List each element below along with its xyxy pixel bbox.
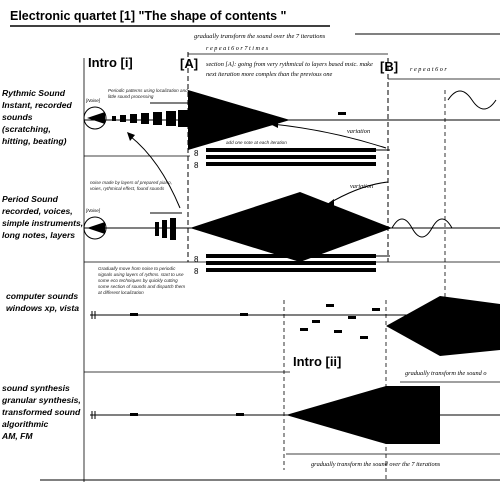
period-block xyxy=(170,218,176,240)
row-label-line: Instant, recorded xyxy=(2,100,72,110)
row-label-period: Period Sound recorded, voices, simple in… xyxy=(2,193,83,241)
variation-arrow-2 xyxy=(327,181,389,205)
row-label-line: long notes, layers xyxy=(2,230,76,240)
rhythm-block xyxy=(166,111,176,126)
row-label-line: Rythmic Sound xyxy=(2,88,66,98)
sound-dash xyxy=(372,308,380,311)
noise-wedge-1 xyxy=(87,112,105,124)
row-label-line: hitting, beating) xyxy=(2,136,67,146)
repeat-label-b: r e p e a t 6 o r xyxy=(410,66,447,73)
section-intro-ii: Intro [ii] xyxy=(293,354,342,369)
row-label-line: computer sounds xyxy=(6,291,79,301)
sound-dash xyxy=(334,330,342,333)
rhythm-block xyxy=(120,115,126,122)
row-label-line: recorded, voices, xyxy=(2,206,73,216)
long-note-bar xyxy=(206,155,376,159)
variation-label-1: variation xyxy=(347,128,371,135)
variation-label-2: variation xyxy=(350,183,374,190)
sound-dash xyxy=(312,320,320,323)
section-a-description: section [A]: going from very rythmical t… xyxy=(206,61,373,78)
sound-dash xyxy=(360,336,368,339)
gradually-transform-mid: gradually transform the sound o xyxy=(405,370,487,377)
section-intro-i: Intro [i] xyxy=(88,55,133,70)
long-note-bar xyxy=(206,268,376,272)
sound-dash xyxy=(236,413,244,416)
sound-dash xyxy=(300,328,308,331)
add-note-label: add one note at each iteration xyxy=(226,140,287,145)
intro-arrow xyxy=(129,135,181,209)
section-a: [A] xyxy=(180,56,199,71)
note-symbol: 8 xyxy=(194,255,199,264)
intro-note-gradual: Gradually move from noise to periodic si… xyxy=(98,266,186,295)
wave-shape xyxy=(447,90,497,110)
gradually-transform-top: gradually transform the sound over the 7… xyxy=(194,33,326,40)
row-label-line: simple instruments, xyxy=(2,218,84,228)
rhythm-block xyxy=(178,110,188,127)
rhythm-block xyxy=(141,113,149,124)
synthesis-big-wedge xyxy=(286,386,440,444)
rhythm-block xyxy=(112,116,116,121)
arrow-head xyxy=(326,199,334,207)
row-label-line: granular synthesis, xyxy=(2,395,81,405)
note-symbol: 8 xyxy=(194,161,199,170)
note-symbol: 8 xyxy=(194,149,199,158)
row-label-line: sounds xyxy=(2,112,33,122)
gradually-transform-bottom: gradually transform the sound over the 7… xyxy=(311,461,441,468)
row-label-line: algorithmic xyxy=(2,419,49,429)
intro-note-periodic: Periodic patterns using localization and… xyxy=(108,88,188,99)
arrow-head xyxy=(270,120,278,128)
row-label-line: windows xp, vista xyxy=(6,303,80,313)
row-label-line: (scratching, xyxy=(2,124,51,134)
long-note-bar xyxy=(206,261,376,265)
period-block xyxy=(162,220,167,238)
sound-dash xyxy=(130,313,138,316)
row-label-computer: computer sounds windows xp, vista xyxy=(6,290,79,314)
variation-arrow-1 xyxy=(271,123,387,149)
rhythm-block xyxy=(153,112,162,125)
note-symbol: 8 xyxy=(194,267,199,276)
row-label-line: transformed sound xyxy=(2,407,81,417)
noise-tag-1: [Noise] xyxy=(86,98,101,103)
long-note-bar xyxy=(206,162,376,166)
row-label-line: Period Sound xyxy=(2,194,58,204)
sound-dash xyxy=(348,316,356,319)
section-b: [B] xyxy=(380,59,399,74)
computer-big-shape xyxy=(386,296,500,356)
row-label-line: AM, FM xyxy=(2,431,33,441)
long-note-bar xyxy=(206,254,376,258)
noise-tag-2: [Noise] xyxy=(86,208,101,213)
rhythm-block xyxy=(130,114,137,123)
period-diamond xyxy=(190,192,392,262)
repeat-label-a: r e p e a t 6 o r 7 t i m e s xyxy=(206,45,269,52)
row-label-rhythmic: Rythmic Sound Instant, recorded sounds (… xyxy=(2,87,72,147)
period-block xyxy=(155,222,159,236)
noise-circle-1 xyxy=(83,106,107,130)
rhythmic-big-wedge xyxy=(188,90,290,150)
noise-wedge-2 xyxy=(87,222,105,234)
sound-dash xyxy=(240,313,248,316)
score-title: Electronic quartet [1] "The shape of con… xyxy=(10,9,287,23)
row-label-line: sound synthesis xyxy=(2,383,70,393)
sound-dash xyxy=(130,413,138,416)
sound-dash xyxy=(338,112,346,115)
intro-note-noise: noise made by layers of prepared piano, … xyxy=(90,180,172,191)
wave-shape xyxy=(391,218,453,238)
arrow-head xyxy=(127,132,135,141)
long-note-bar xyxy=(206,148,376,152)
row-label-synthesis: sound synthesis granular synthesis, tran… xyxy=(2,382,81,442)
noise-circle-2 xyxy=(83,216,107,240)
sound-dash xyxy=(326,304,334,307)
